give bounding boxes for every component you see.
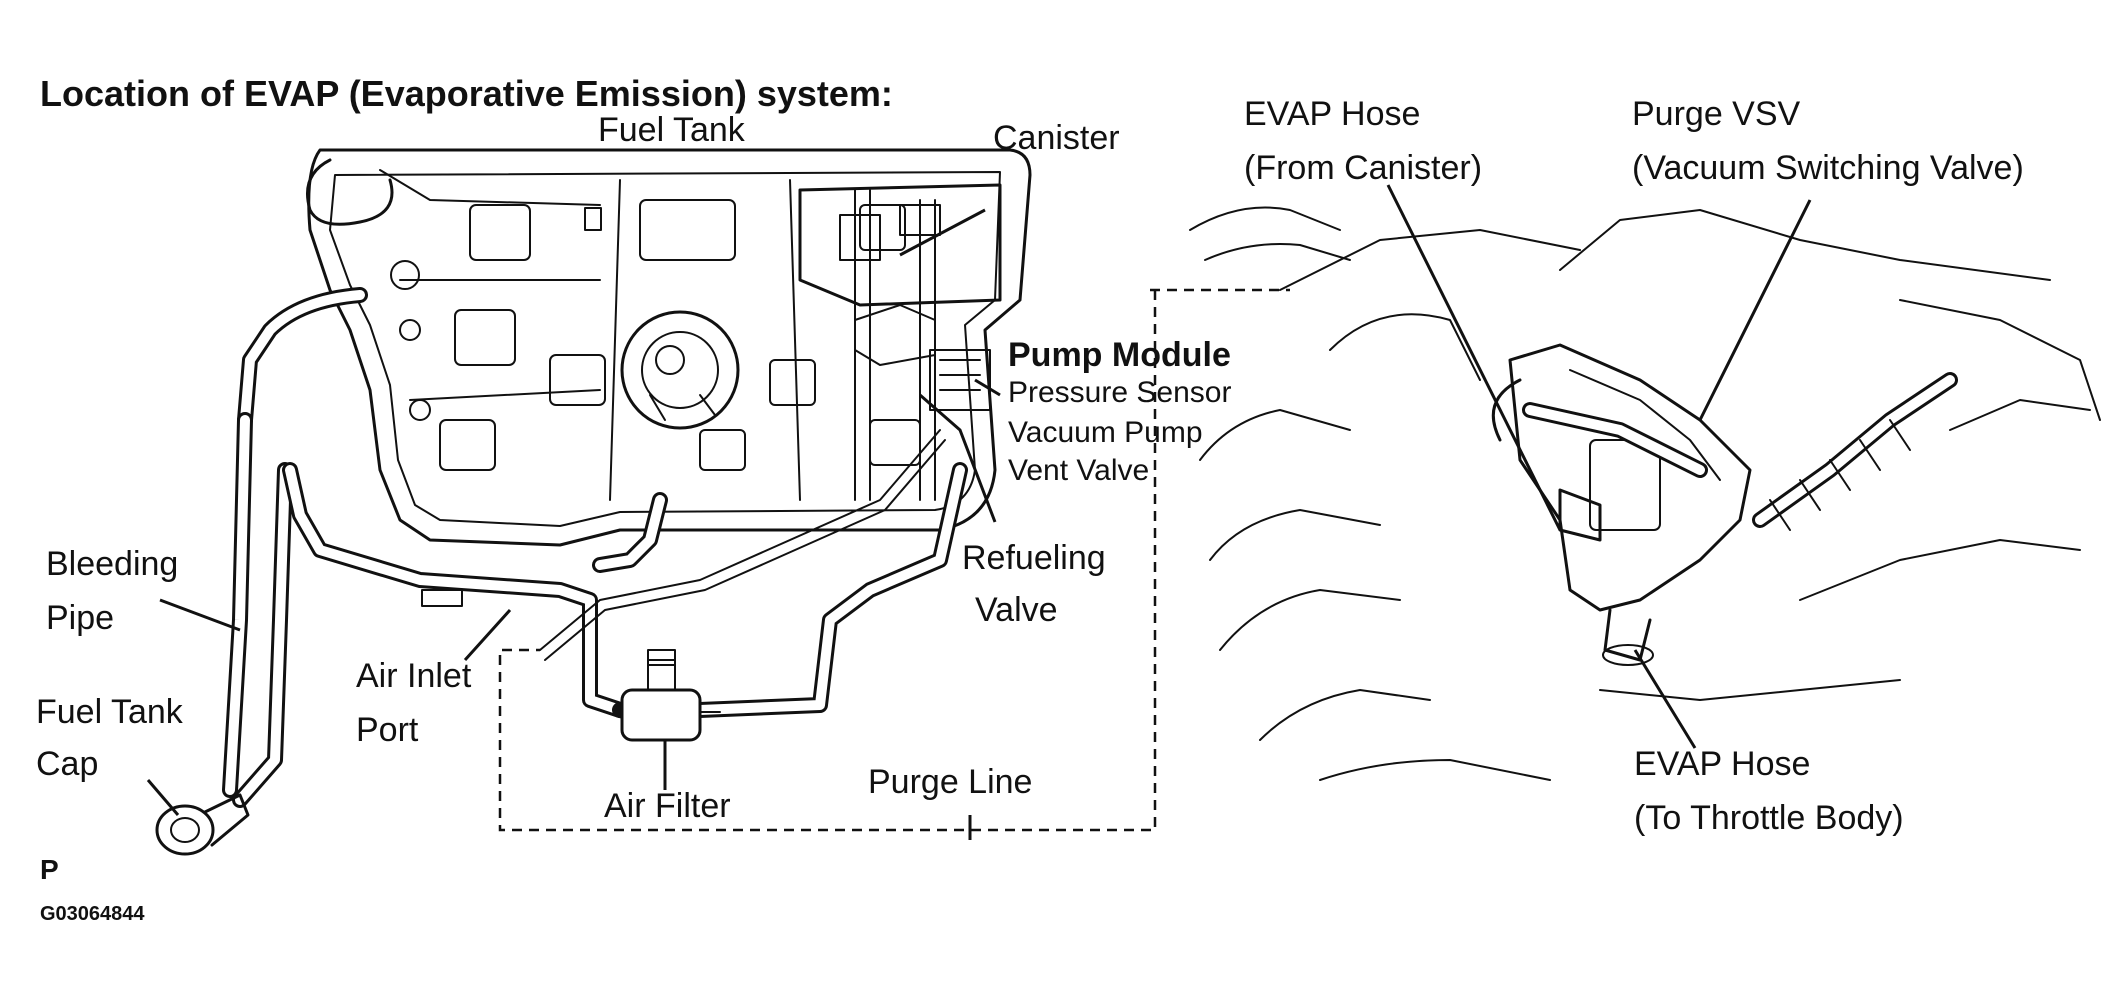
label-fuel-tank: Fuel Tank — [598, 111, 745, 149]
engine-bay-illustration — [1189, 206, 2101, 781]
label-purge-line: Purge Line — [868, 763, 1033, 801]
label-vent-valve: Vent Valve — [1008, 454, 1150, 487]
corner-mark: P — [40, 854, 59, 885]
label-air-inlet-port-line1: Air Inlet — [356, 657, 472, 695]
label-evap-hose-from-line2: (From Canister) — [1244, 149, 1483, 187]
label-refueling-valve-line2: Valve — [975, 591, 1058, 629]
label-air-filter: Air Filter — [604, 787, 731, 825]
label-canister: Canister — [993, 119, 1120, 157]
label-vacuum-pump: Vacuum Pump — [1008, 416, 1203, 449]
label-purge-vsv-line1: Purge VSV — [1632, 95, 1801, 133]
label-fuel-tank-cap-line1: Fuel Tank — [36, 693, 183, 731]
label-air-inlet-port-line2: Port — [356, 711, 419, 749]
label-purge-vsv-line2: (Vacuum Switching Valve) — [1632, 149, 2024, 187]
fuel-tank-illustration — [155, 148, 1032, 856]
label-bleeding-pipe-line2: Pipe — [46, 599, 115, 637]
purge-line-dashed — [498, 288, 1290, 832]
label-evap-hose-to-line2: (To Throttle Body) — [1634, 799, 1904, 837]
label-fuel-tank-cap-line2: Cap — [36, 745, 99, 783]
figure-id: G03064844 — [40, 903, 145, 925]
label-refueling-valve-line1: Refueling — [962, 539, 1106, 577]
leader-lines — [146, 184, 1812, 816]
label-evap-hose-to-line1: EVAP Hose — [1634, 745, 1811, 783]
label-pump-module: Pump Module — [1008, 336, 1231, 374]
label-pressure-sensor: Pressure Sensor — [1008, 376, 1232, 409]
diagram-title: Location of EVAP (Evaporative Emission) … — [40, 73, 893, 114]
label-bleeding-pipe-line1: Bleeding — [46, 545, 179, 583]
label-evap-hose-from-line1: EVAP Hose — [1244, 95, 1421, 133]
